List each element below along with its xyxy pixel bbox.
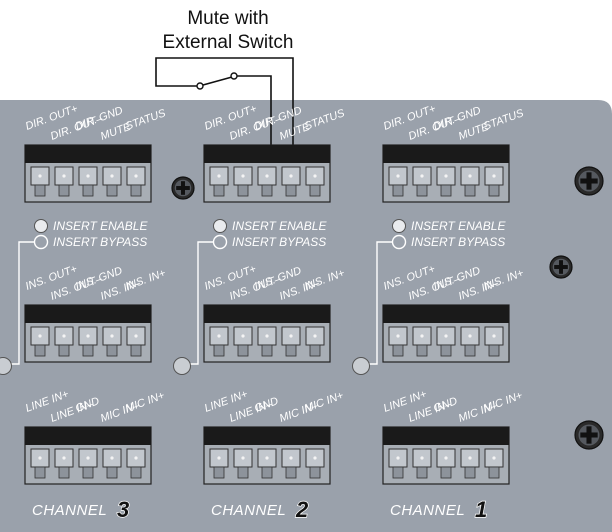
terminal-screw	[217, 174, 221, 178]
direct-out-terminal-block	[382, 144, 510, 203]
insert-enable-led	[34, 219, 48, 233]
insert-bypass-label: INSERT BYPASS	[232, 235, 326, 249]
insert-bypass-led	[391, 234, 407, 250]
terminal-screw	[313, 456, 317, 460]
mounting-screw	[549, 255, 573, 279]
terminal-screw	[313, 174, 317, 178]
caption-line-2: External Switch	[163, 32, 294, 53]
insert-bypass-led	[212, 234, 228, 250]
insert-switch-button	[0, 357, 12, 375]
insert-bracket-line	[189, 241, 214, 365]
terminal-screw	[38, 456, 42, 460]
terminal-screw	[468, 456, 472, 460]
insert-enable-label: INSERT ENABLE	[411, 219, 506, 233]
terminal-screw	[492, 334, 496, 338]
terminal-screw	[241, 174, 245, 178]
channel-label: CHANNEL	[390, 502, 465, 519]
line-mic-terminal-block	[382, 426, 510, 485]
terminal-screw	[289, 456, 293, 460]
mounting-screw	[171, 176, 195, 200]
insert-enable-led	[213, 219, 227, 233]
terminal-screw	[241, 456, 245, 460]
mounting-screw	[574, 420, 604, 450]
terminal-screw	[265, 334, 269, 338]
terminal-screw	[241, 334, 245, 338]
terminal-screw	[396, 174, 400, 178]
insert-bypass-label: INSERT BYPASS	[53, 235, 147, 249]
insert-enable-label: INSERT ENABLE	[53, 219, 148, 233]
terminal-screw	[420, 174, 424, 178]
terminal-screw	[110, 456, 114, 460]
switch-contact-right	[230, 72, 238, 80]
terminal-screw	[444, 334, 448, 338]
terminal-screw	[110, 174, 114, 178]
insert-terminal-block	[203, 304, 331, 363]
terminal-screw	[217, 456, 221, 460]
terminal-screw	[468, 174, 472, 178]
direct-out-terminal-block	[203, 144, 331, 203]
terminal-screw	[110, 334, 114, 338]
insert-bypass-label: INSERT BYPASS	[411, 235, 505, 249]
terminal-screw	[38, 174, 42, 178]
insert-enable-label: INSERT ENABLE	[232, 219, 327, 233]
terminal-screw	[217, 334, 221, 338]
switch-contact-left	[196, 82, 204, 90]
channel-number: 1	[475, 497, 487, 522]
line-mic-terminal-block	[203, 426, 331, 485]
terminal-screw	[492, 456, 496, 460]
caption-line-1: Mute with	[187, 8, 268, 29]
terminal-screw	[265, 174, 269, 178]
terminal-screw	[134, 334, 138, 338]
terminal-screw	[444, 174, 448, 178]
terminal-screw	[62, 456, 66, 460]
terminal-screw	[38, 334, 42, 338]
terminal-screw	[492, 174, 496, 178]
terminal-screw	[86, 456, 90, 460]
insert-enable-led	[392, 219, 406, 233]
terminal-screw	[444, 456, 448, 460]
terminal-screw	[313, 334, 317, 338]
insert-switch-button	[173, 357, 191, 375]
terminal-screw	[468, 334, 472, 338]
terminal-screw	[62, 174, 66, 178]
terminal-screw	[420, 334, 424, 338]
terminal-screw	[420, 456, 424, 460]
insert-bypass-led	[33, 234, 49, 250]
terminal-screw	[289, 334, 293, 338]
channel-number: 3	[117, 497, 129, 522]
direct-out-terminal-block	[24, 144, 152, 203]
insert-bracket-line	[368, 241, 393, 365]
channel-label: CHANNEL	[32, 502, 107, 519]
channel-label: CHANNEL	[211, 502, 286, 519]
mounting-screw	[574, 166, 604, 196]
insert-bracket-line	[10, 241, 35, 365]
terminal-screw	[62, 334, 66, 338]
terminal-screw	[86, 174, 90, 178]
channel-strips: DIR. OUT+DIR. OUT–DIR. GNDMUTESTATUSINSE…	[0, 103, 604, 523]
insert-switch-button	[352, 357, 370, 375]
terminal-screw	[396, 456, 400, 460]
terminal-screw	[134, 456, 138, 460]
terminal-screw	[134, 174, 138, 178]
insert-terminal-block	[382, 304, 510, 363]
terminal-screw	[396, 334, 400, 338]
terminal-screw	[265, 456, 269, 460]
insert-terminal-block	[24, 304, 152, 363]
channel-number: 2	[295, 497, 309, 522]
line-mic-terminal-block	[24, 426, 152, 485]
terminal-screw	[86, 334, 90, 338]
terminal-screw	[289, 174, 293, 178]
